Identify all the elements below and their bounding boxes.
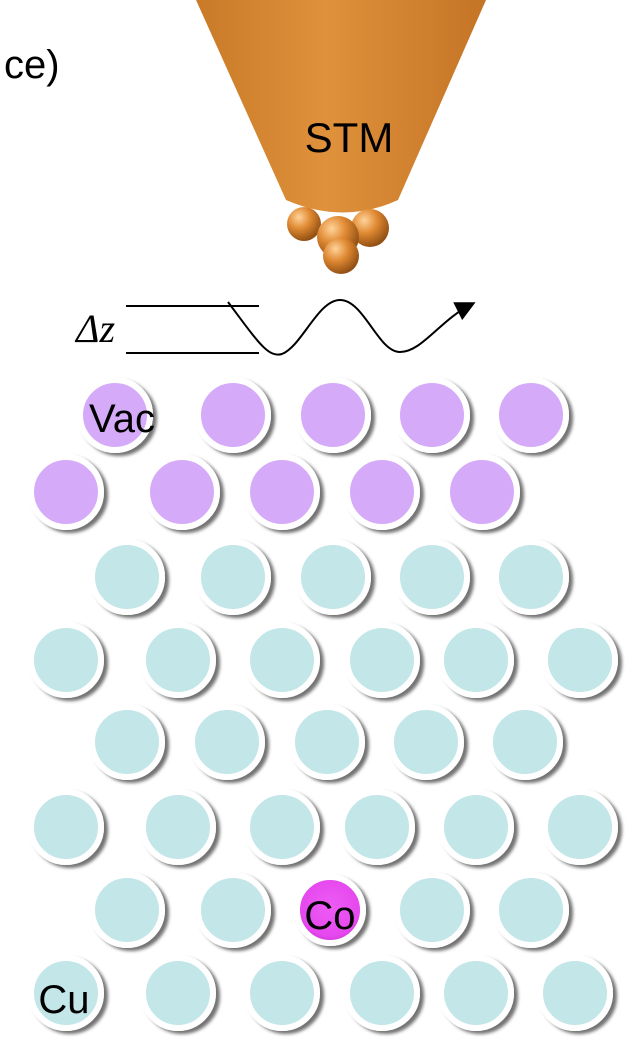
- copper-atom: [344, 955, 420, 1031]
- stm-tip: STM: [196, 0, 486, 274]
- header-text-fragment: ce): [4, 43, 60, 87]
- copper-atom: [195, 539, 271, 615]
- vacancy-layer-atom: [295, 377, 371, 453]
- copper-atom: [244, 789, 320, 865]
- copper-atom: [140, 789, 216, 865]
- tip-atom: [287, 207, 321, 241]
- copper-atom: [89, 872, 165, 948]
- atom-lattice: [28, 377, 618, 1031]
- scan-wave-arrow: [227, 298, 476, 356]
- vacancy-layer-atom: [144, 454, 220, 530]
- vacancy-layer-atom: [195, 377, 271, 453]
- copper-atom: [140, 955, 216, 1031]
- scan-trajectory: Δz: [74, 298, 476, 356]
- copper-atom: [140, 622, 216, 698]
- stm-label: STM: [305, 114, 394, 161]
- stm-tip-cone: [196, 0, 486, 213]
- co-label: Co: [304, 894, 355, 938]
- copper-atom: [89, 704, 165, 780]
- vacancy-layer-atom: [77, 377, 153, 453]
- vacancy-layer-atom: [493, 377, 569, 453]
- copper-atom: [438, 622, 514, 698]
- vacancy-layer-atom: [28, 454, 104, 530]
- tip-atom: [351, 209, 389, 247]
- cobalt-atom: [294, 874, 366, 946]
- vacancy-layer-atom: [394, 377, 470, 453]
- copper-atom: [388, 704, 464, 780]
- copper-atom: [339, 789, 415, 865]
- copper-atom: [542, 622, 618, 698]
- copper-atom: [493, 872, 569, 948]
- tip-atom: [323, 238, 359, 274]
- copper-atom: [244, 955, 320, 1031]
- vacancy-layer-atom: [244, 454, 320, 530]
- copper-atom: [189, 704, 265, 780]
- vacancy-layer-atom: [344, 454, 420, 530]
- copper-atom: [394, 539, 470, 615]
- copper-atom: [344, 622, 420, 698]
- copper-atom: [394, 872, 470, 948]
- copper-atom: [493, 539, 569, 615]
- copper-atom: [438, 789, 514, 865]
- vac-label: Vac: [89, 397, 155, 441]
- dz-label: Δz: [74, 306, 115, 351]
- copper-atom: [28, 622, 104, 698]
- vacancy-layer-atom: [444, 454, 520, 530]
- copper-atom: [438, 955, 514, 1031]
- copper-atom: [89, 539, 165, 615]
- copper-atom: [542, 789, 618, 865]
- copper-atom: [537, 955, 613, 1031]
- copper-atom: [295, 539, 371, 615]
- cu-label: Cu: [38, 978, 89, 1022]
- copper-atom: [289, 704, 365, 780]
- copper-atom: [195, 872, 271, 948]
- copper-atom: [487, 704, 563, 780]
- copper-atom: [244, 622, 320, 698]
- copper-atom: [28, 955, 104, 1031]
- copper-atom: [28, 789, 104, 865]
